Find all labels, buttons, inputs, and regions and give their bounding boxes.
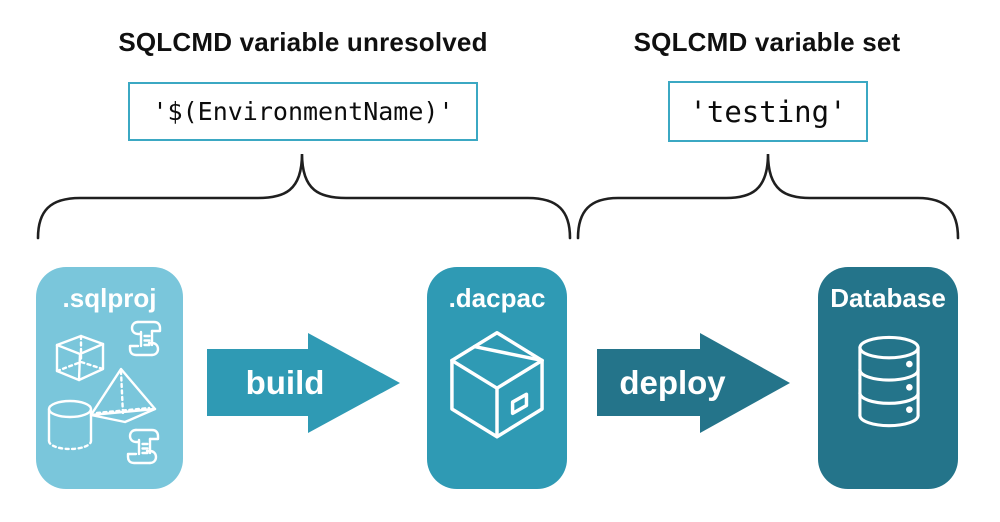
code-text-testing: 'testing' — [689, 94, 847, 129]
code-box-environment-name: '$(EnvironmentName)' — [128, 82, 478, 141]
node-database-label: Database — [830, 283, 946, 313]
database-icon — [858, 335, 920, 428]
node-sqlproj: .sqlproj — [36, 267, 183, 489]
node-dacpac: .dacpac — [427, 267, 567, 489]
sql-objects-icon — [47, 320, 162, 465]
curly-brace-right-icon — [576, 153, 960, 240]
code-box-testing: 'testing' — [668, 81, 868, 142]
node-sqlproj-label: .sqlproj — [62, 283, 157, 313]
node-dacpac-label: .dacpac — [448, 283, 546, 313]
node-database: Database — [818, 267, 958, 489]
package-icon — [450, 331, 544, 439]
code-text-environment-name: '$(EnvironmentName)' — [152, 97, 454, 126]
heading-variable-unresolved: SQLCMD variable unresolved — [118, 27, 488, 57]
build-arrow — [207, 333, 400, 433]
heading-variable-set: SQLCMD variable set — [633, 27, 901, 57]
build-arrow-label: build — [245, 364, 325, 401]
deploy-arrow-label: deploy — [619, 364, 726, 401]
curly-brace-left-icon — [36, 153, 572, 240]
deploy-arrow — [597, 333, 790, 433]
